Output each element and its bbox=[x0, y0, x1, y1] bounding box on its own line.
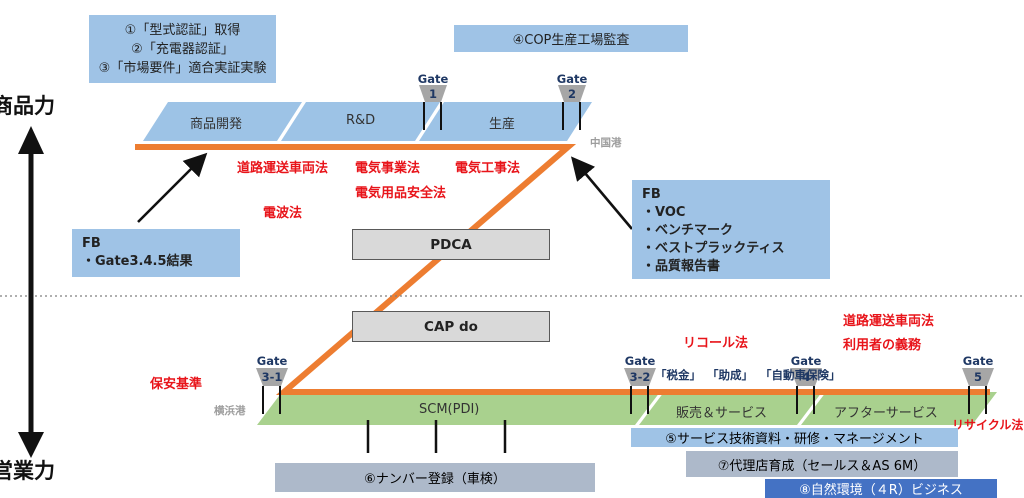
law-electricity-business: 電気事業法 bbox=[355, 161, 421, 176]
feedback-title: FB bbox=[642, 187, 661, 202]
stage-label-production: 生産 bbox=[489, 117, 516, 132]
number-registration-box: ⑥ナンバー登録（車検） bbox=[275, 463, 595, 492]
gate-label: Gate bbox=[624, 354, 656, 368]
gate-marker-icon bbox=[419, 85, 447, 130]
stage-band-rnd bbox=[281, 102, 440, 141]
law-electrical-work: 電気工事法 bbox=[455, 161, 521, 176]
law-road-vehicle: 道路運送車両法 bbox=[237, 161, 329, 176]
stage-label-rnd: R&D bbox=[346, 113, 376, 128]
law-recycle: リサイクル法 bbox=[952, 418, 1024, 432]
stage-label-after-service: アフターサービス bbox=[834, 406, 938, 421]
feedback-title: FB bbox=[82, 236, 101, 251]
gate-label: Gate bbox=[962, 354, 994, 368]
gate-label: Gate bbox=[256, 354, 288, 368]
stage-label-product-dev: 商品開発 bbox=[190, 117, 243, 132]
gate-label: Gate bbox=[790, 354, 822, 368]
feedback-arrow-icon bbox=[570, 156, 633, 230]
cop-audit-box: ④COP生産工場監査 bbox=[454, 25, 688, 52]
feedback-arrow-icon bbox=[137, 152, 208, 223]
stage-band-product-dev bbox=[143, 102, 302, 141]
pdca-box: PDCA bbox=[352, 229, 550, 260]
stage-band-after-service bbox=[801, 392, 997, 425]
gate-id: 3-2 bbox=[629, 370, 651, 384]
feedback-box-left: FB ・Gate3.4.5結果 bbox=[72, 229, 240, 277]
gate-id: 2 bbox=[567, 87, 576, 101]
gate-marker-icon bbox=[962, 368, 994, 414]
feedback-box-right: FB ・VOC ・ベンチマーク ・ベストプラックティス ・品質報告書 bbox=[632, 180, 830, 279]
stage-band-sales-service bbox=[639, 392, 822, 425]
side-label-sales-power: 営業力 bbox=[0, 459, 55, 483]
gate-marker-icon bbox=[790, 368, 822, 414]
law-electrical-appliance: 電気用品安全法 bbox=[355, 186, 447, 201]
law-user-duty: 利用者の義務 bbox=[843, 338, 922, 353]
requirement-item: ②「充電器認証」 bbox=[131, 41, 234, 57]
stage-label-sales-service: 販売＆サービス bbox=[676, 406, 768, 421]
dealer-training-box: ⑦代理店育成（セールス＆AS 6M） bbox=[686, 451, 958, 477]
gate-id: 1 bbox=[428, 87, 437, 101]
gate-marker-icon bbox=[558, 85, 586, 130]
port-yokohama: 横浜港 bbox=[214, 405, 246, 417]
gate-id: 4 bbox=[801, 370, 810, 384]
side-label-product-power: 商品力 bbox=[0, 94, 55, 118]
up-down-arrow-icon bbox=[18, 126, 44, 458]
gate-id: 5 bbox=[973, 370, 982, 384]
port-china: 中国港 bbox=[590, 137, 622, 149]
stage-band-production bbox=[419, 102, 592, 141]
tax-label: 「税金」 bbox=[655, 368, 701, 382]
insurance-label: 「自動車保険」 bbox=[760, 368, 841, 382]
capdo-box: CAP do bbox=[352, 311, 550, 342]
gate-id: 3-1 bbox=[261, 370, 283, 384]
eco-business-box: ⑧自然環境（４R）ビジネス bbox=[765, 479, 997, 498]
requirement-item: ③「市場要件」適合実証実験 bbox=[98, 60, 267, 76]
process-line bbox=[135, 144, 990, 395]
gate-label: Gate bbox=[556, 72, 588, 86]
gate-marker-icon bbox=[624, 368, 656, 414]
gate-marker-icon bbox=[256, 368, 288, 414]
law-security-standard: 保安基準 bbox=[150, 377, 203, 392]
requirements-box-bg bbox=[89, 15, 276, 83]
feedback-item: ・VOC bbox=[642, 205, 686, 220]
feedback-item: ・Gate3.4.5結果 bbox=[82, 254, 193, 269]
subsidy-label: 「助成」 bbox=[707, 368, 753, 382]
law-radio: 電波法 bbox=[263, 206, 303, 221]
law-recall: リコール法 bbox=[683, 336, 749, 351]
law-road-vehicle-bottom: 道路運送車両法 bbox=[843, 314, 935, 329]
gate-label: Gate bbox=[417, 72, 449, 86]
service-docs-box: ⑤サービス技術資料・研修・マネージメント bbox=[631, 428, 958, 447]
stage-label-scm: SCM(PDI) bbox=[419, 402, 480, 417]
stage-band-scm bbox=[257, 392, 660, 425]
feedback-item: ・品質報告書 bbox=[642, 259, 721, 274]
requirements-box-text: ①「型式認証」取得 ②「充電器認証」 ③「市場要件」適合実証実験 bbox=[89, 15, 276, 83]
feedback-item: ・ベンチマーク bbox=[642, 223, 734, 238]
requirement-item: ①「型式認証」取得 bbox=[124, 22, 241, 38]
feedback-item: ・ベストプラックティス bbox=[642, 241, 785, 256]
